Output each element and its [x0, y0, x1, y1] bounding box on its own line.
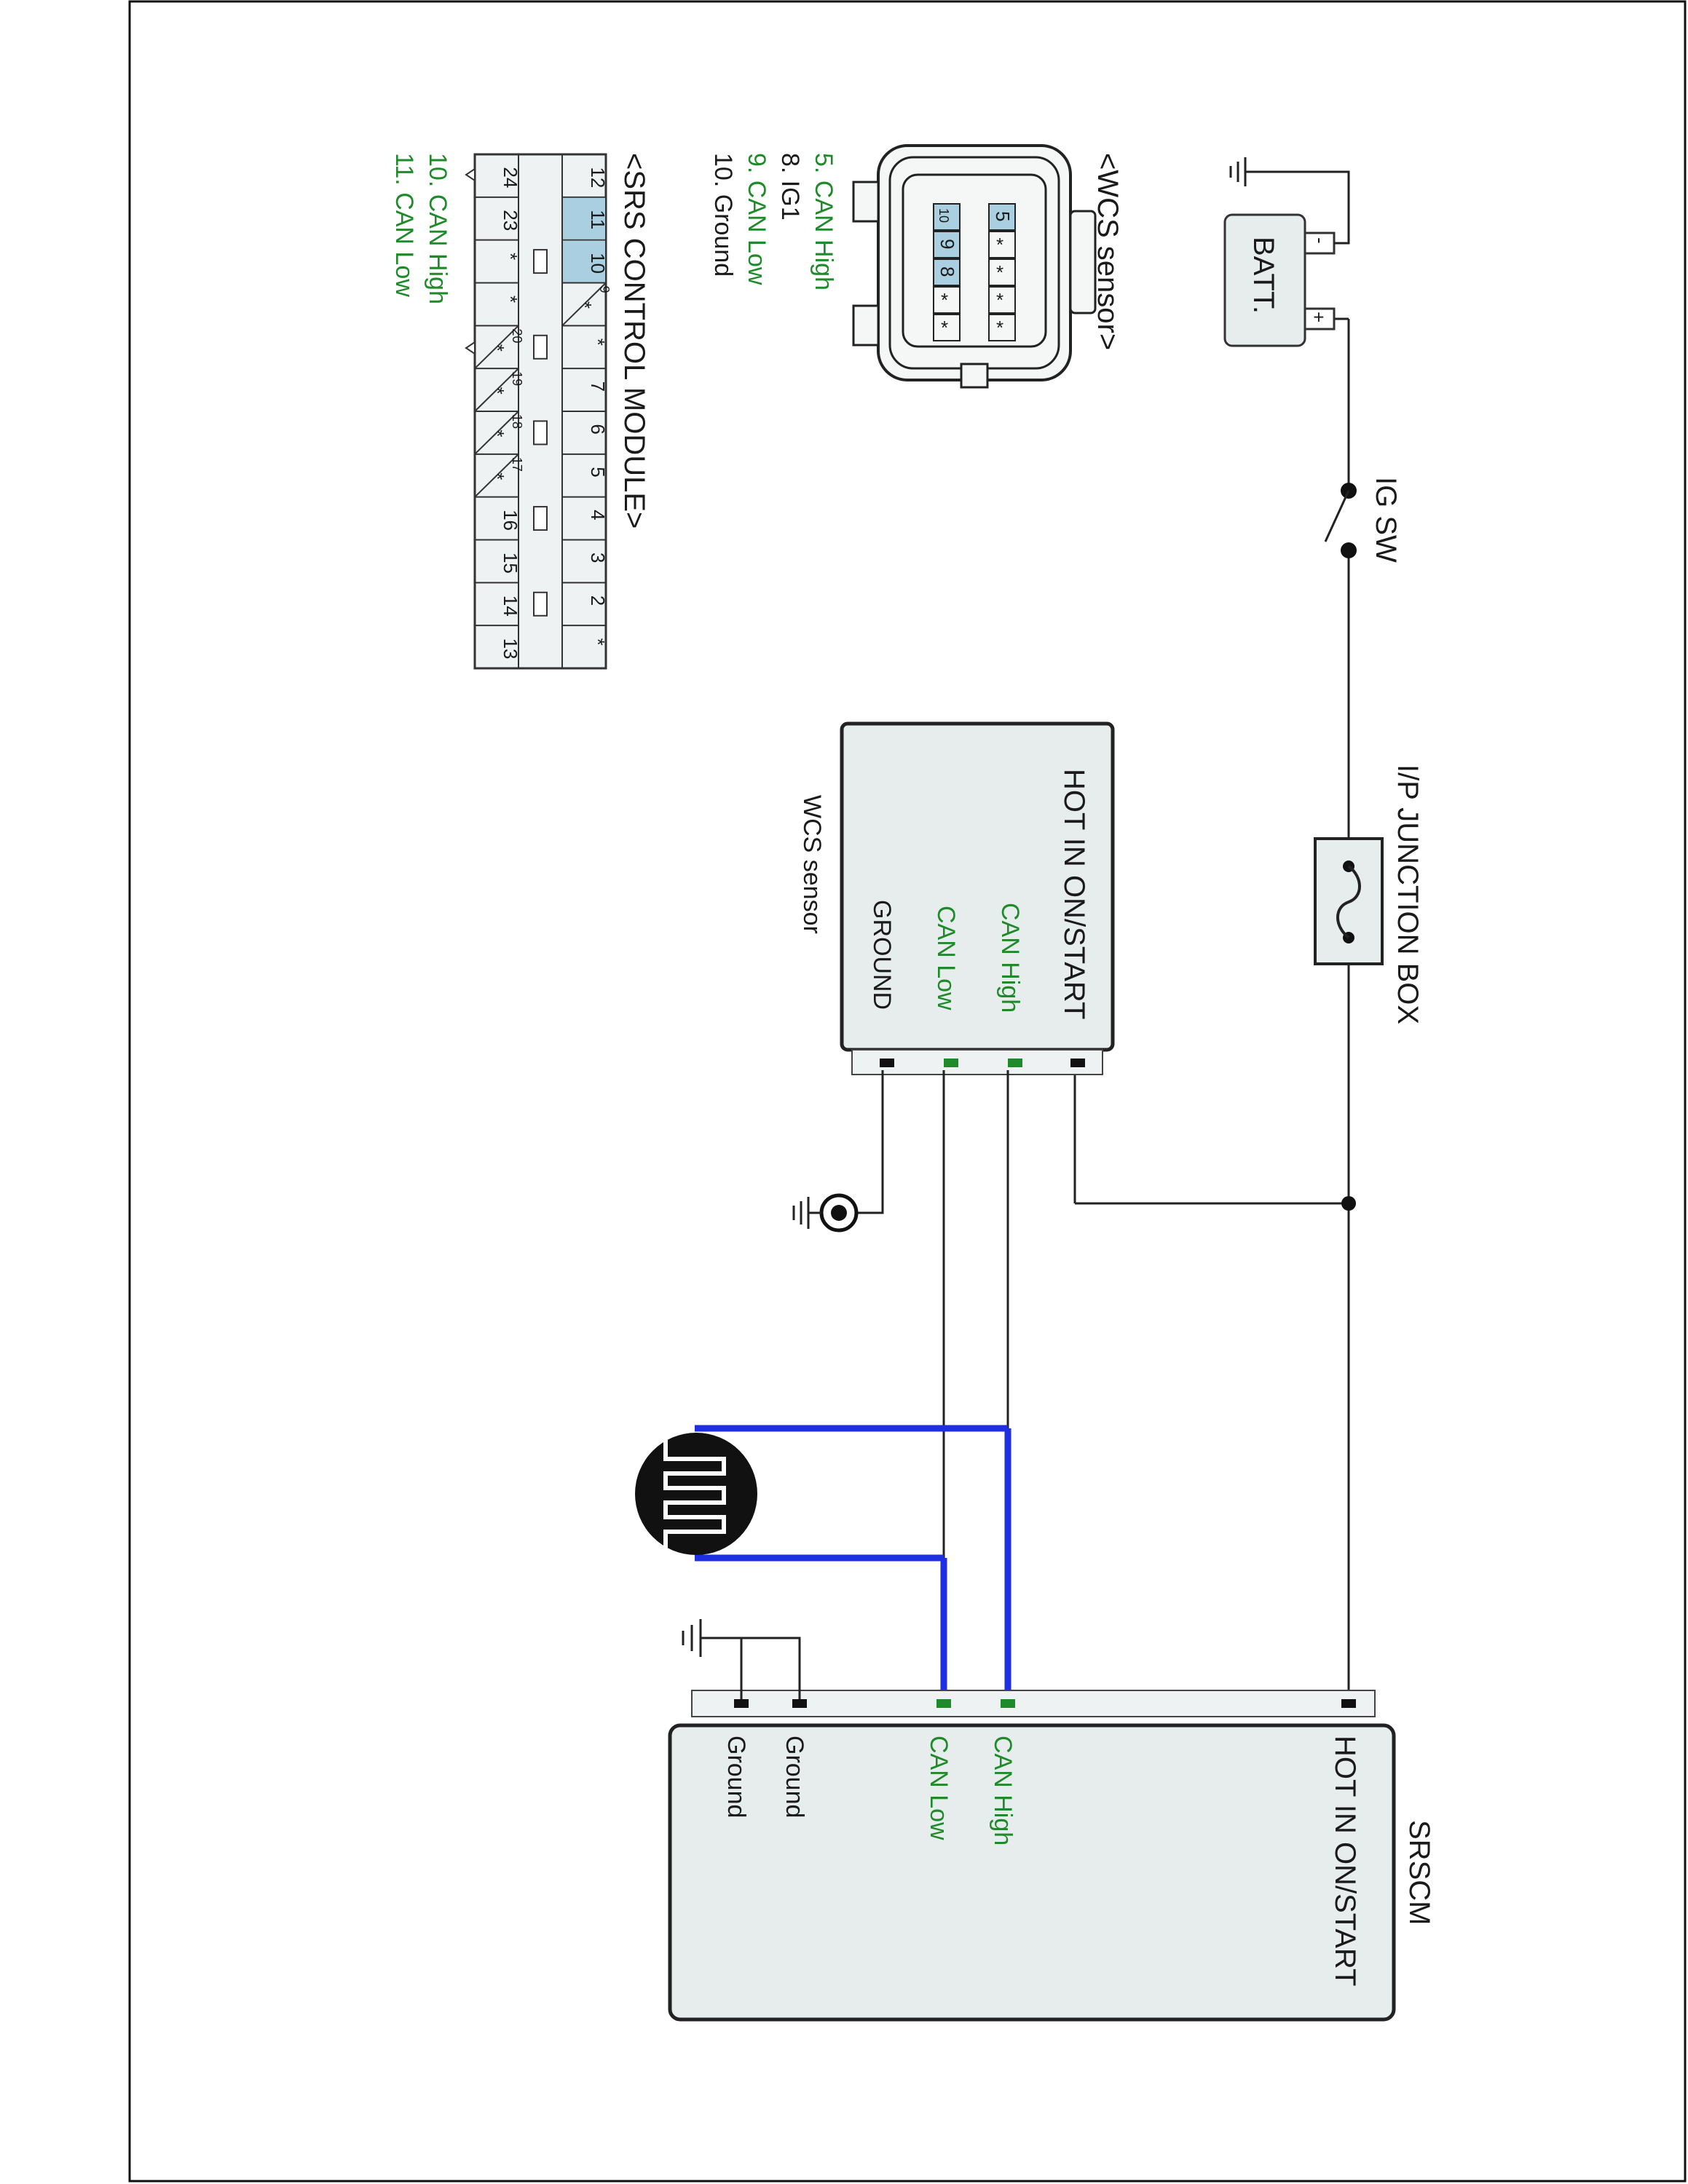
- srs-pin-bottom-4-number: 20: [510, 328, 524, 343]
- srs-pin-top-11: *: [587, 638, 609, 646]
- junction-box: I/P JUNCTION BOX: [1314, 764, 1424, 1024]
- srs-connector-face: 1211109**765432*2423**20*19*18*17*161514…: [465, 153, 612, 670]
- srscm-ground: [682, 1619, 801, 1699]
- svg-text:*: *: [941, 289, 948, 311]
- ig-sw-label: IG SW: [1370, 477, 1402, 563]
- srs-pin-bottom-7-star: *: [486, 472, 508, 480]
- srs-pin-bottom-6-number: 18: [510, 414, 524, 429]
- srs-latch-slot-0: [533, 249, 548, 274]
- srs-pin-top-0: 12: [587, 167, 609, 188]
- wcs-face-stars: * * * * * *: [941, 234, 1003, 339]
- battery-minus: -: [1309, 237, 1331, 244]
- wcs-face-pin-5: 5: [992, 211, 1014, 221]
- svg-text:*: *: [996, 261, 1003, 283]
- srscm-pin-ground-1: Ground: [781, 1736, 808, 1818]
- page-frame: [128, 0, 1687, 2183]
- srs-pin-top-3-number: 9: [597, 286, 612, 293]
- wcs-legend-pin-10: 10. Ground: [709, 153, 737, 277]
- srscm-pin-ground-2: Ground: [722, 1736, 750, 1818]
- svg-text:*: *: [941, 317, 948, 339]
- srs-legend-pin-10: 10. CAN High: [424, 153, 451, 304]
- srs-pin-top-9: 3: [587, 553, 609, 563]
- twisted-pair-icon: [635, 1433, 757, 1555]
- srs-pin-top-4: *: [587, 339, 609, 346]
- srs-connector-title: <SRS CONTROL MODULE>: [618, 153, 650, 529]
- srs-pin-top-8: 4: [587, 510, 609, 520]
- srs-pin-bottom-10: 14: [500, 596, 521, 617]
- srs-pin-bottom-8: 16: [500, 510, 521, 531]
- srs-pin-bottom-5-star: *: [486, 387, 508, 395]
- srscm-pin-hot: HOT IN ON/START: [1329, 1736, 1361, 1986]
- srs-pin-bottom-3: *: [500, 296, 521, 303]
- wcs-face-pin-8: 8: [936, 266, 958, 277]
- srs-pin-top-7: 5: [587, 467, 609, 477]
- wcs-connector-title: <WCS sensor>: [1092, 153, 1124, 350]
- splice-dot: [1341, 1196, 1356, 1211]
- wcs-pin-hot: HOT IN ON/START: [1058, 769, 1090, 1019]
- power-wire: [1073, 317, 1356, 1705]
- wcs-face-pin-9: 9: [936, 239, 958, 249]
- wcs-pin-can-high: CAN High: [996, 903, 1024, 1013]
- srs-pin-top-3-star: *: [574, 301, 596, 309]
- srs-latch-slot-1: [533, 334, 548, 360]
- wcs-legend-pin-8: 8. IG1: [776, 153, 804, 221]
- srs-pin-bottom-11: 13: [500, 638, 521, 660]
- srs-pin-bottom-0: 24: [500, 167, 521, 188]
- wcs-ground: [792, 1070, 884, 1233]
- srscm-pin-can-low: CAN Low: [925, 1736, 953, 1840]
- wcs-legend-pin-5: 5. CAN High: [810, 153, 837, 290]
- svg-text:*: *: [996, 234, 1003, 256]
- srs-connector-legend: <SRS CONTROL MODULE> 10. CAN High 11. CA…: [390, 153, 650, 529]
- srs-pin-bottom-9: 15: [500, 553, 521, 574]
- srs-pin-bottom-5-number: 19: [510, 371, 524, 386]
- wcs-module-title: WCS sensor: [798, 795, 826, 934]
- srs-latch-slot-3: [533, 506, 548, 531]
- srs-pin-top-10: 2: [587, 596, 609, 606]
- wcs-module: HOT IN ON/START CAN High CAN Low GROUND …: [798, 721, 1115, 1075]
- srs-pin-bottom-2: *: [500, 253, 521, 260]
- srs-pin-top-2: 10: [587, 253, 609, 274]
- srs-pin-top-6: 6: [587, 424, 609, 434]
- srs-pin-top-2-highlight: [563, 240, 605, 282]
- wcs-pin-can-low: CAN Low: [932, 906, 960, 1010]
- srs-pin-bottom-7-number: 17: [510, 457, 524, 472]
- junction-box-label: I/P JUNCTION BOX: [1392, 764, 1424, 1024]
- srs-pin-top-5: 7: [587, 381, 609, 392]
- ig-switch: IG SW: [1324, 477, 1402, 563]
- srscm-module: SRSCM HOT IN ON/START CAN High CAN Low G…: [668, 1690, 1435, 2022]
- srs-pin-bottom-6-star: *: [486, 430, 508, 437]
- srs-latch-slot-2: [533, 420, 548, 446]
- srs-pin-bottom-1: 23: [500, 210, 521, 231]
- battery-label: BATT.: [1247, 237, 1279, 314]
- can-wires: [695, 1070, 1011, 1705]
- srs-pin-top-1-highlight: [563, 197, 605, 240]
- wcs-connector-legend: <WCS sensor> 5. CAN High 8. IG1 9. CAN L…: [709, 153, 1124, 350]
- wcs-connector-face: 5 10 9 8 * * * * * *: [852, 144, 1097, 389]
- svg-text:*: *: [996, 317, 1003, 339]
- srscm-title: SRSCM: [1403, 1820, 1435, 1925]
- wcs-legend-pin-9: 9. CAN Low: [743, 153, 770, 285]
- srs-latch-slot-4: [533, 591, 548, 617]
- wcs-pin-ground: GROUND: [868, 900, 896, 1010]
- battery: - + BATT.: [1223, 157, 1350, 347]
- srs-legend-pin-11: 11. CAN Low: [390, 153, 418, 297]
- wcs-face-pin-10: 10: [936, 208, 951, 223]
- srs-pin-top-1: 11: [587, 210, 609, 229]
- battery-plus: +: [1308, 312, 1330, 323]
- svg-text:*: *: [996, 289, 1003, 311]
- srs-pin-bottom-4-star: *: [486, 344, 508, 352]
- srscm-pin-can-high: CAN High: [989, 1736, 1017, 1845]
